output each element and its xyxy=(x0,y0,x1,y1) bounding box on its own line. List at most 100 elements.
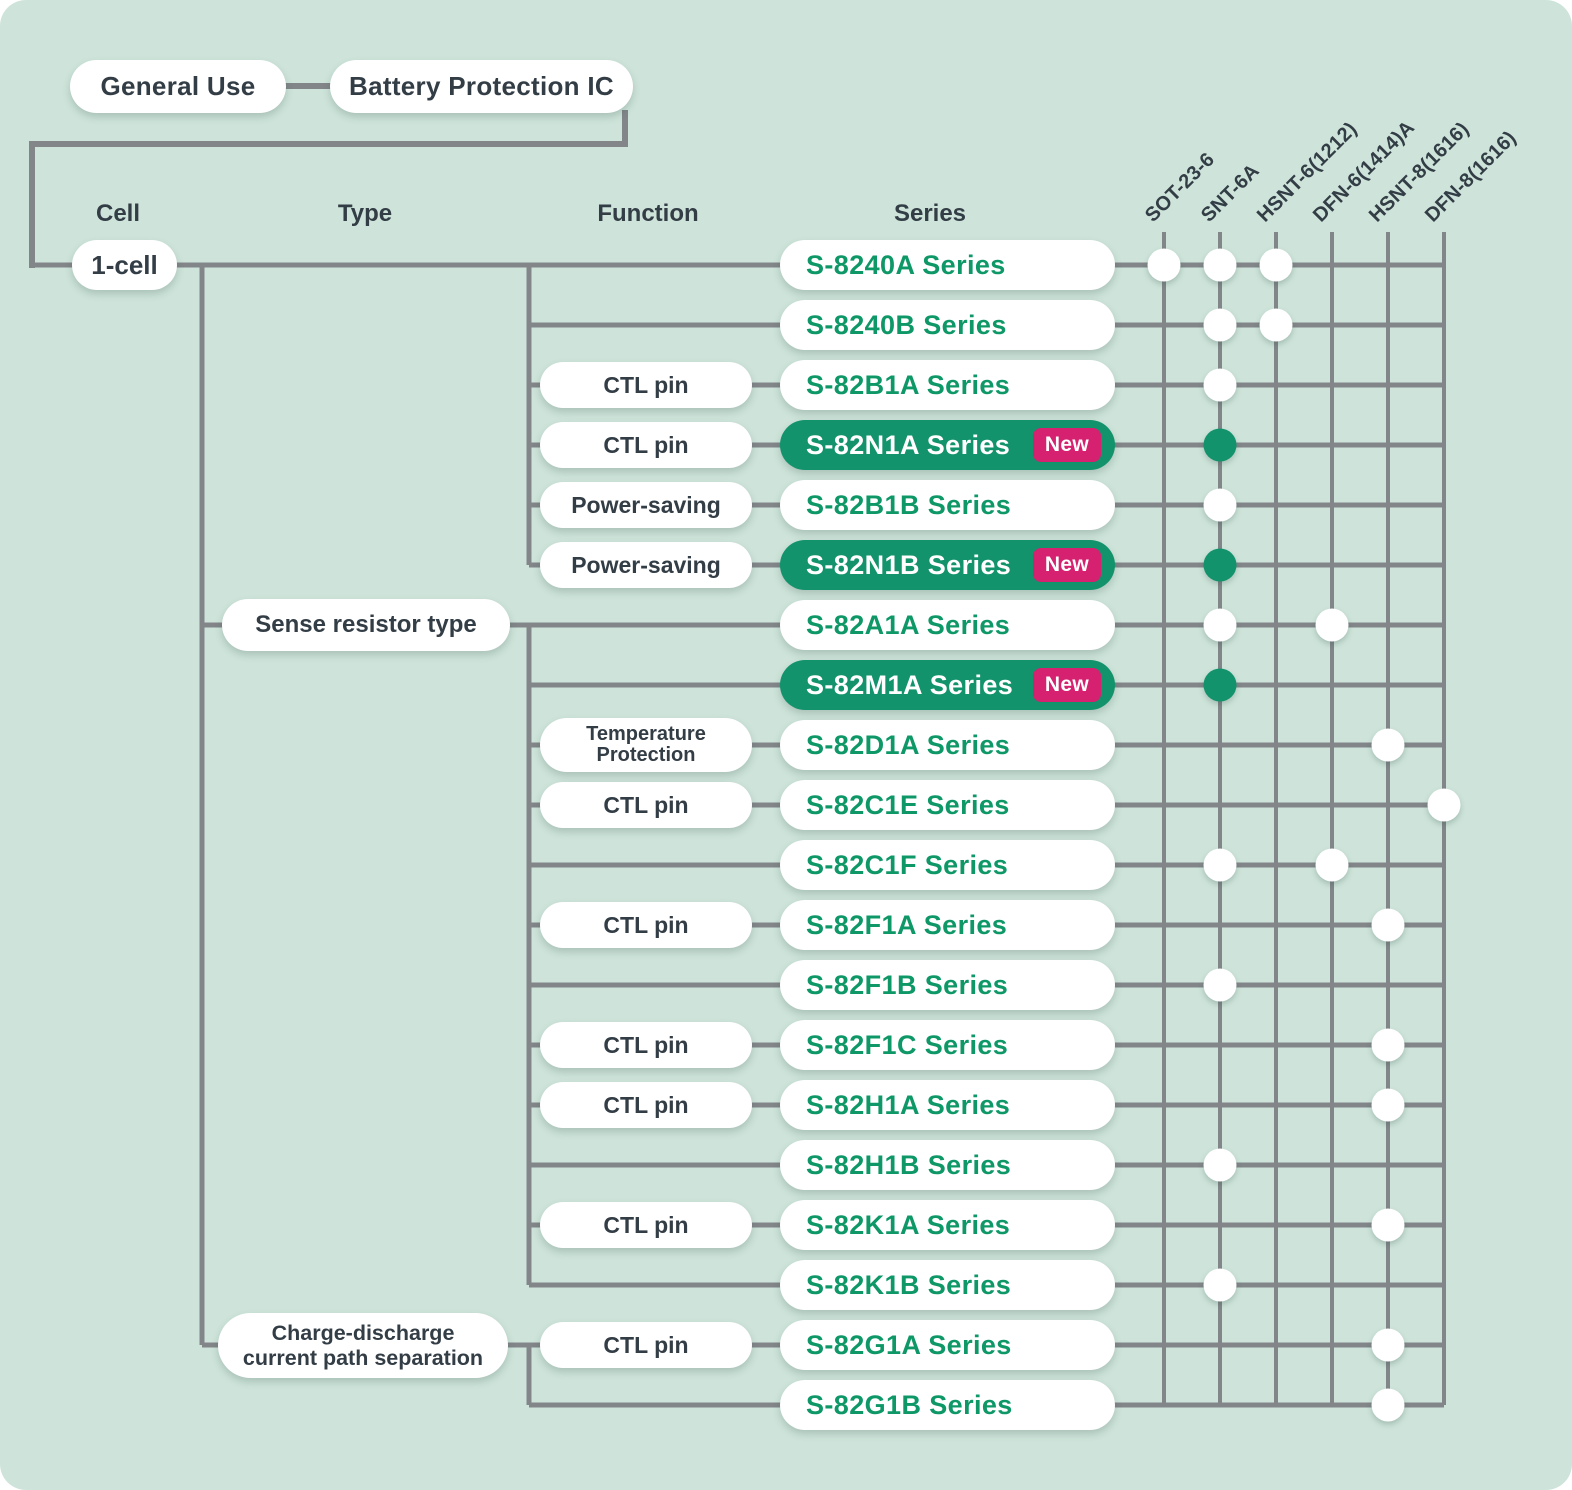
package-availability-dot xyxy=(1203,308,1237,342)
function-label: Power-saving xyxy=(571,551,721,578)
series-pill[interactable]: S-82G1A Series xyxy=(780,1320,1115,1370)
function-label: Protection xyxy=(596,744,696,766)
series-label: S-82B1B Series xyxy=(806,489,1012,520)
function-pill: CTL pin xyxy=(540,422,752,468)
series-pill[interactable]: S-8240B Series xyxy=(780,300,1115,350)
package-availability-dot xyxy=(1203,608,1237,642)
package-availability-dot xyxy=(1203,548,1237,582)
series-label: S-82N1B Series xyxy=(806,549,1012,580)
function-pill: CTL pin xyxy=(540,1322,752,1368)
new-badge: New xyxy=(1032,428,1101,462)
series-pill[interactable]: S-82H1B Series xyxy=(780,1140,1115,1190)
column-header-type: Type xyxy=(337,200,393,227)
series-pill[interactable]: S-82F1B Series xyxy=(780,960,1115,1010)
series-label: S-82C1E Series xyxy=(806,789,1010,820)
package-availability-dot xyxy=(1371,1208,1405,1242)
function-pill: Power-saving xyxy=(540,482,752,528)
series-pill[interactable]: S-82M1A Series New xyxy=(780,660,1115,710)
type-sense-label: Sense resistor type xyxy=(255,611,477,638)
function-label: CTL pin xyxy=(603,431,689,458)
series-label: S-82M1A Series xyxy=(806,669,1014,700)
function-pill: CTL pin xyxy=(540,1202,752,1248)
series-pill[interactable]: S-82G1B Series xyxy=(780,1380,1115,1430)
series-label: S-82K1A Series xyxy=(806,1209,1011,1240)
general-use-pill[interactable]: General Use xyxy=(70,60,286,113)
series-label: S-82H1A Series xyxy=(806,1089,1011,1120)
function-label: Temperature xyxy=(586,723,706,745)
function-label: CTL pin xyxy=(603,371,689,398)
series-pill[interactable]: S-82C1F Series xyxy=(780,840,1115,890)
series-label: S-8240B Series xyxy=(806,309,1007,340)
series-pill[interactable]: S-82A1A Series xyxy=(780,600,1115,650)
package-availability-dot xyxy=(1371,908,1405,942)
cell-pill-1-cell[interactable]: 1-cell xyxy=(72,240,177,290)
package-availability-dot xyxy=(1371,1388,1405,1422)
series-label: S-82G1B Series xyxy=(806,1389,1013,1420)
battery-protection-ic-pill[interactable]: Battery Protection IC xyxy=(330,60,633,113)
series-label: S-82F1A Series xyxy=(806,909,1008,940)
package-availability-dot xyxy=(1427,788,1461,822)
package-availability-dot xyxy=(1203,368,1237,402)
package-availability-dot xyxy=(1203,1268,1237,1302)
function-pill: CTL pin xyxy=(540,902,752,948)
series-pill[interactable]: S-82B1B Series xyxy=(780,480,1115,530)
function-label: CTL pin xyxy=(603,791,689,818)
column-header-series: Series xyxy=(893,200,967,227)
package-availability-dot xyxy=(1371,1028,1405,1062)
series-label: S-82G1A Series xyxy=(806,1329,1012,1360)
series-pill[interactable]: S-82N1A Series New xyxy=(780,420,1115,470)
package-availability-dot xyxy=(1315,608,1349,642)
column-header-cell: Cell xyxy=(95,200,141,227)
cell-label: 1-cell xyxy=(91,249,158,280)
package-availability-dot xyxy=(1203,248,1237,282)
package-availability-dot xyxy=(1371,728,1405,762)
package-availability-dot xyxy=(1259,308,1293,342)
series-label: S-82K1B Series xyxy=(806,1269,1012,1300)
series-label: S-82H1B Series xyxy=(806,1149,1012,1180)
package-availability-dot xyxy=(1203,848,1237,882)
function-label: CTL pin xyxy=(603,1331,689,1358)
function-label: CTL pin xyxy=(603,1211,689,1238)
series-label: S-82A1A Series xyxy=(806,609,1011,640)
package-availability-dot xyxy=(1203,428,1237,462)
general-use-label: General Use xyxy=(100,71,256,101)
new-badge: New xyxy=(1032,668,1101,702)
package-availability-dot xyxy=(1203,1148,1237,1182)
series-pill[interactable]: S-82F1C Series xyxy=(780,1020,1115,1070)
series-label: S-82B1A Series xyxy=(806,369,1011,400)
battery-protection-ic-label: Battery Protection IC xyxy=(349,71,614,101)
series-pill[interactable]: S-82K1B Series xyxy=(780,1260,1115,1310)
type-pill-sense-resistor: Sense resistor type xyxy=(222,599,510,651)
function-label: CTL pin xyxy=(603,911,689,938)
function-pill: CTL pin xyxy=(540,1022,752,1068)
series-label: S-82C1F Series xyxy=(806,849,1009,880)
series-label: S-82D1A Series xyxy=(806,729,1011,760)
function-label: Power-saving xyxy=(571,491,721,518)
type-charge-label-line2: current path separation xyxy=(242,1345,484,1370)
function-label: CTL pin xyxy=(603,1091,689,1118)
series-pill[interactable]: S-82F1A Series xyxy=(780,900,1115,950)
package-availability-dot xyxy=(1203,488,1237,522)
series-pill[interactable]: S-8240A Series xyxy=(780,240,1115,290)
function-pill: CTL pin xyxy=(540,782,752,828)
package-availability-dot xyxy=(1203,968,1237,1002)
series-pill[interactable]: S-82D1A Series xyxy=(780,720,1115,770)
series-pill[interactable]: S-82C1E Series xyxy=(780,780,1115,830)
function-pill: Power-saving xyxy=(540,542,752,588)
series-pill[interactable]: S-82N1B Series New xyxy=(780,540,1115,590)
type-pill-charge-discharge: Charge-discharge current path separation xyxy=(218,1313,508,1378)
package-availability-dot xyxy=(1315,848,1349,882)
package-availability-dot xyxy=(1147,248,1181,282)
series-pill[interactable]: S-82H1A Series xyxy=(780,1080,1115,1130)
series-pill[interactable]: S-82B1A Series xyxy=(780,360,1115,410)
series-label: S-82N1A Series xyxy=(806,429,1011,460)
function-pill: CTL pin xyxy=(540,362,752,408)
series-pill[interactable]: S-82K1A Series xyxy=(780,1200,1115,1250)
column-header-function: Function xyxy=(597,200,699,227)
package-availability-dot xyxy=(1371,1328,1405,1362)
package-availability-dot xyxy=(1203,668,1237,702)
new-badge: New xyxy=(1032,548,1101,582)
type-charge-label-line1: Charge-discharge xyxy=(271,1320,455,1345)
